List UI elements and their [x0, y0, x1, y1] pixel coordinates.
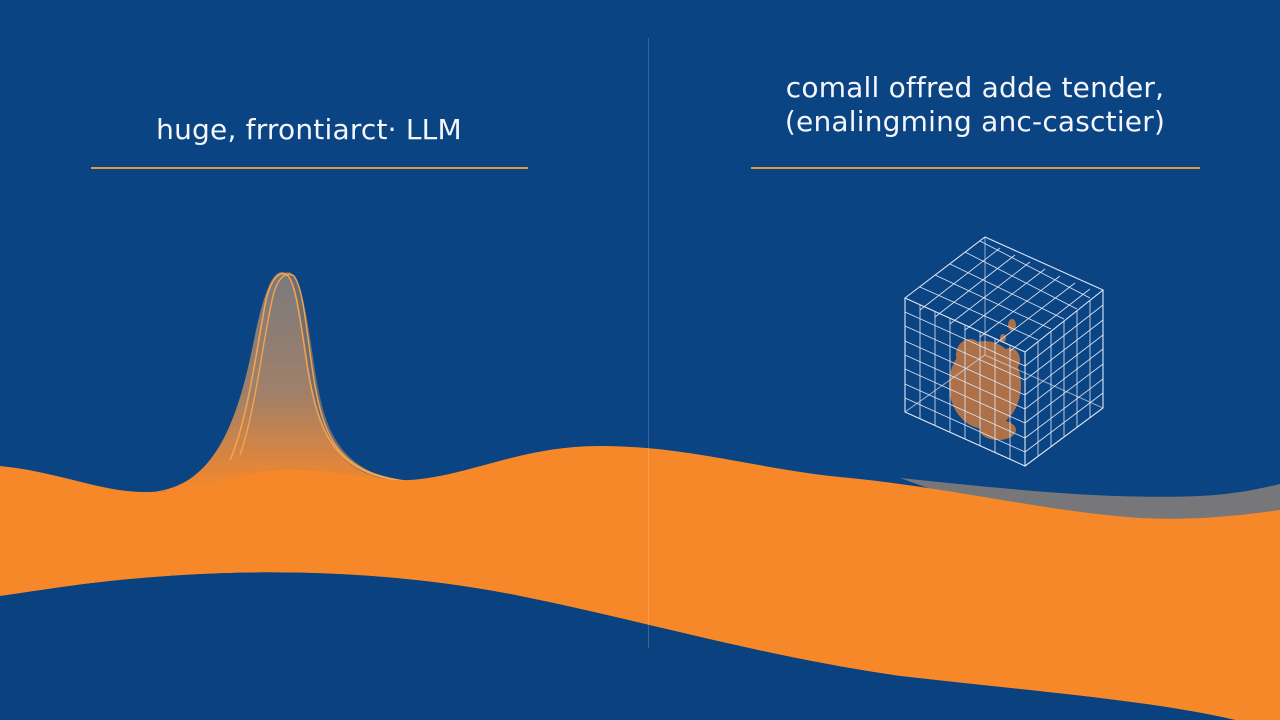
- wave-band: [0, 446, 1280, 720]
- panel-divider: [648, 38, 649, 648]
- wave-grey-underlay: [900, 478, 1280, 532]
- peak-outline-1: [229, 272, 396, 481]
- left-panel-caption: huge, frrontiarct· LLM: [90, 113, 528, 147]
- left-caption-text: huge, frrontiarct· LLM: [156, 113, 462, 146]
- right-caption-line-2: (enalingming anc-casctier): [784, 105, 1166, 138]
- left-caption-underline: [91, 167, 528, 169]
- right-panel-caption: comall offred adde tender, (enalingming …: [740, 71, 1210, 139]
- peak-ridge: [150, 272, 390, 492]
- peak-outline-2: [239, 273, 406, 482]
- bottom-swoosh: [0, 572, 1235, 720]
- right-caption-line-1: comall offred adde tender,: [785, 71, 1165, 104]
- right-caption-underline: [751, 167, 1200, 169]
- wireframe-cube: [903, 236, 1105, 467]
